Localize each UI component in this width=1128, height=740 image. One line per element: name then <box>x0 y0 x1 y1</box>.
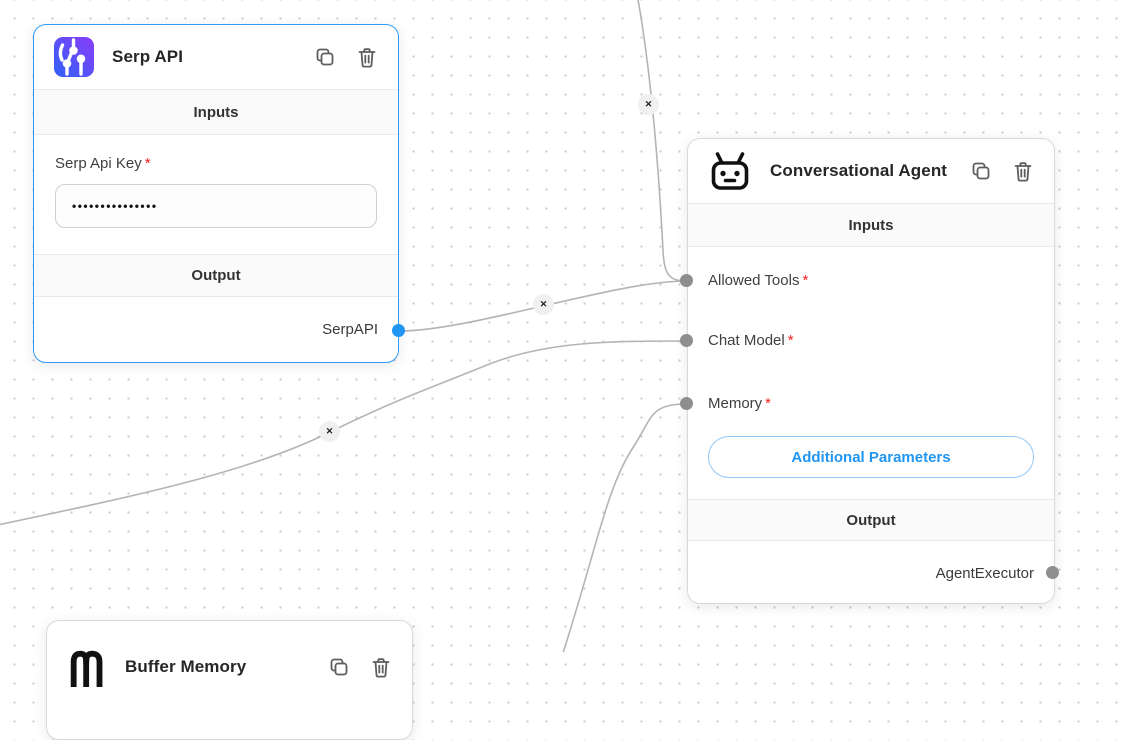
edge-layer <box>0 0 687 652</box>
node-body: Serp Api Key* <box>34 135 398 228</box>
delete-node-icon[interactable] <box>370 656 392 678</box>
output-label: SerpAPI <box>322 320 378 338</box>
node-header: Serp API <box>34 25 398 89</box>
inputs-section-header: Inputs <box>34 89 398 135</box>
edge-remove-button[interactable]: ✕ <box>319 421 340 442</box>
input-label-allowed-tools: Allowed Tools* <box>708 272 809 289</box>
node-conversational-agent[interactable]: Conversational Agent Inputs Allowed Tool… <box>687 138 1055 604</box>
edge-bottom-to-memory[interactable] <box>562 403 687 652</box>
required-asterisk: * <box>144 155 151 172</box>
duplicate-node-icon[interactable] <box>314 46 336 68</box>
node-title: Conversational Agent <box>770 161 948 180</box>
robot-icon <box>708 151 752 191</box>
node-title: Serp API <box>112 47 184 66</box>
input-label-chat-model: Chat Model* <box>708 332 794 349</box>
serp-api-key-input[interactable] <box>55 184 377 228</box>
node-serp-api[interactable]: Serp API Inputs Serp Api Key* Output Ser <box>33 24 399 363</box>
edge-remove-button[interactable]: ✕ <box>533 294 554 315</box>
handle-agentexecutor-output[interactable] <box>1046 566 1059 579</box>
duplicate-node-icon[interactable] <box>970 160 992 182</box>
output-row: AgentExecutor <box>688 541 1054 603</box>
inputs-section-header: Inputs <box>688 203 1054 247</box>
required-asterisk: * <box>765 395 772 412</box>
serpapi-logo-icon <box>54 37 94 77</box>
output-label: AgentExecutor <box>935 564 1034 582</box>
node-header: Buffer Memory <box>47 621 412 699</box>
output-section-header: Output <box>688 499 1054 541</box>
handle-serpapi-output[interactable] <box>392 324 405 337</box>
output-row: SerpAPI <box>34 297 398 361</box>
node-title: Buffer Memory <box>125 657 247 676</box>
delete-node-icon[interactable] <box>1012 160 1034 182</box>
spacer <box>34 228 398 254</box>
handle-chat-model-input[interactable] <box>680 334 693 347</box>
edge-top-to-allowed-tools[interactable] <box>637 0 687 282</box>
output-section-header: Output <box>34 254 398 297</box>
required-asterisk: * <box>802 272 809 289</box>
memory-icon <box>67 647 107 687</box>
handle-allowed-tools-input[interactable] <box>680 274 693 287</box>
required-asterisk: * <box>787 332 794 349</box>
duplicate-node-icon[interactable] <box>328 656 350 678</box>
node-header: Conversational Agent <box>688 139 1054 203</box>
node-buffer-memory[interactable]: Buffer Memory <box>46 620 413 740</box>
handle-memory-input[interactable] <box>680 397 693 410</box>
field-label: Serp Api Key* <box>55 155 151 172</box>
input-label-memory: Memory* <box>708 395 772 412</box>
delete-node-icon[interactable] <box>356 46 378 68</box>
edge-remove-button[interactable]: ✕ <box>638 94 659 115</box>
additional-parameters-button[interactable]: Additional Parameters <box>708 436 1034 478</box>
edge-left-to-chat-model[interactable] <box>0 340 687 527</box>
